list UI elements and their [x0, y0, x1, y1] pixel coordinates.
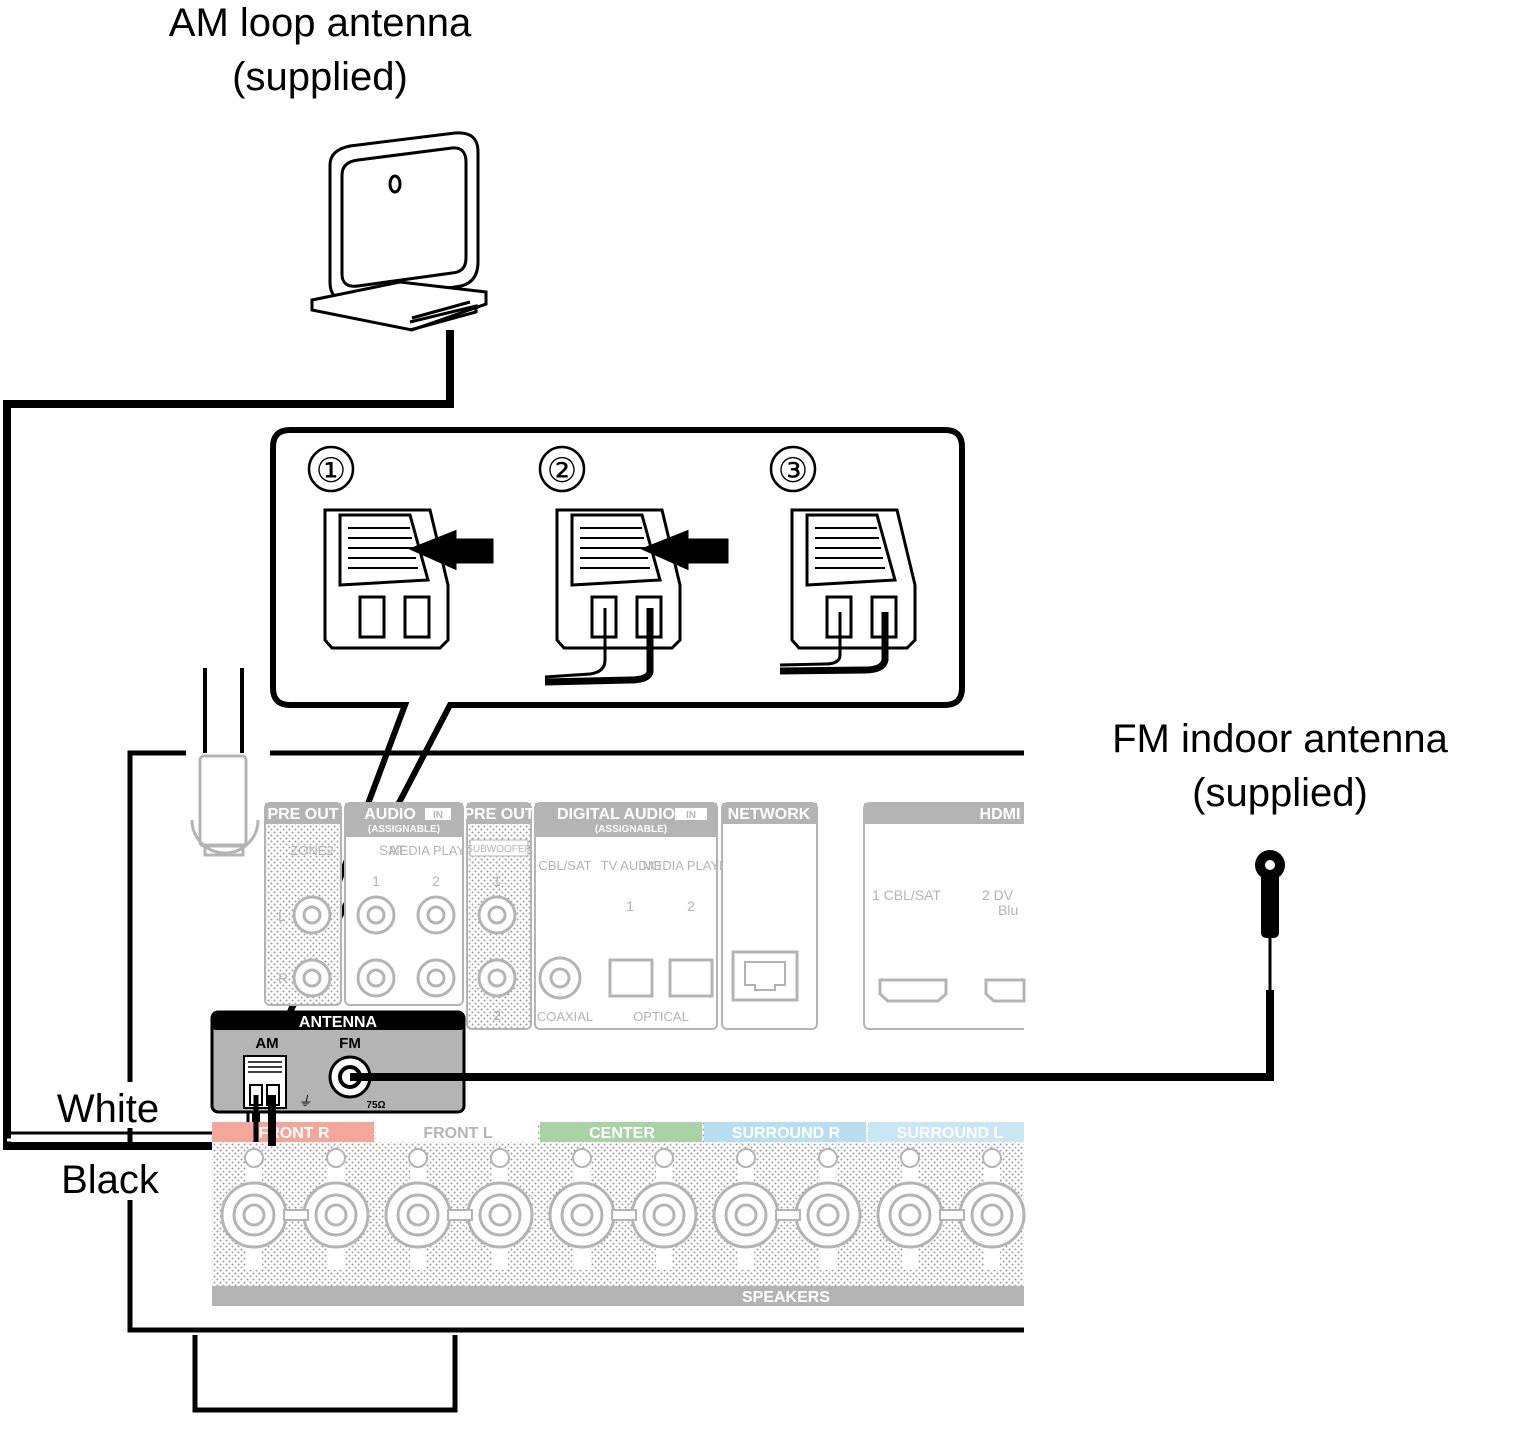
audio-in-col1: SAT	[379, 842, 406, 858]
am-antenna-note: (supplied)	[232, 55, 408, 99]
step-3: ③	[769, 445, 817, 493]
step-2-label: ②	[547, 452, 577, 490]
digital-audio-c1: CBL/SAT	[538, 858, 591, 873]
audio-in-col1-num: 1	[372, 873, 380, 889]
am-loop-antenna-icon	[310, 131, 488, 332]
digital-audio-optical: OPTICAL	[633, 1009, 689, 1024]
wire-white-label: White	[57, 1087, 159, 1131]
plus-terminal-icon	[736, 1148, 756, 1168]
speaker-terminal-ring	[816, 1203, 840, 1227]
zone2-l: L	[278, 908, 286, 924]
speaker-group-2: FRONT L	[376, 1122, 538, 1270]
preout-sub-sub: SUBWOOFER	[466, 844, 532, 855]
antenna-fm-label: FM	[339, 1035, 361, 1052]
antenna-am-label: AM	[255, 1035, 278, 1052]
speaker-terminal-ring	[898, 1203, 922, 1227]
plus-terminal-icon	[408, 1148, 428, 1168]
digital-audio-coaxial: COAXIAL	[537, 1009, 593, 1024]
step-1-label: ①	[316, 452, 346, 490]
plus-terminal-icon	[244, 1148, 264, 1168]
ground-symbol: ⏚	[298, 1093, 312, 1109]
wire-black-label: Black	[61, 1158, 160, 1202]
plus-terminal-icon	[572, 1148, 592, 1168]
speakers-label: SPEAKERS	[742, 1289, 830, 1306]
hdmi-panel: HDMI 1 CBL/SAT 2 DV Blu	[863, 802, 1026, 1030]
hdmi-in2: 2 DV	[982, 887, 1014, 903]
network-title: NETWORK	[728, 806, 811, 823]
preout-sub-n1: 1	[493, 873, 501, 889]
digital-audio-c3: MEDIA PLAYER	[643, 858, 737, 873]
terminal-step-1-icon	[323, 508, 494, 650]
preout-subwoofer-panel: PRE OUT SUBWOOFER 1 2	[463, 802, 535, 1030]
am-terminal-icon	[243, 1055, 287, 1109]
fm-antenna-icon	[1255, 850, 1285, 990]
antenna-panel: ANTENNA AM FM ⏚ 75Ω	[210, 1010, 466, 1114]
speaker-terminal-ring	[734, 1203, 758, 1227]
speaker-terminal-ring	[488, 1203, 512, 1227]
preout-zone2-title: PRE OUT	[267, 806, 338, 823]
preout-zone2-sub: ZONE2	[290, 843, 333, 858]
preout-zone2-panel: PRE OUT ZONE2 L R	[264, 802, 342, 1006]
digital-audio-panel: DIGITAL AUDIO IN (ASSIGNABLE) CBL/SAT TV…	[534, 802, 737, 1030]
step-2: ②	[538, 445, 586, 493]
speaker-group-3: CENTER	[540, 1122, 702, 1270]
fm-impedance: 75Ω	[366, 1100, 385, 1111]
speaker-terminal-ring	[652, 1203, 676, 1227]
minus-terminal-icon	[982, 1148, 1002, 1168]
zone2-r: R	[278, 970, 288, 986]
speaker-terminal-ring	[406, 1203, 430, 1227]
wireless-antenna-icon	[190, 754, 260, 857]
fm-antenna-title: FM indoor antenna	[1112, 717, 1449, 761]
hdmi-in1: 1 CBL/SAT	[872, 887, 941, 903]
digital-audio-title: DIGITAL AUDIO	[557, 806, 675, 823]
digital-audio-n1: 1	[626, 898, 634, 914]
preout-sub-n2: 2	[493, 1007, 501, 1023]
step-1: ①	[307, 445, 355, 493]
speaker-terminal-ring	[324, 1203, 348, 1227]
audio-in-col2: MEDIA PLAYER	[389, 843, 483, 858]
speaker-group-label: FRONT L	[423, 1125, 493, 1142]
receiver-rear-panel	[127, 668, 1024, 1413]
hdmi-in2b: Blu	[998, 902, 1018, 918]
speaker-groups: FRONT R FRONT L CENTER SURROUND R SURROUND L	[212, 1122, 1026, 1270]
hdmi-title: HDMI	[980, 806, 1021, 823]
terminal-step-2-icon	[544, 508, 729, 686]
speaker-group-label: SURROUND R	[732, 1125, 841, 1142]
speaker-terminal-ring	[242, 1203, 266, 1227]
preout-sub-title: PRE OUT	[463, 806, 534, 823]
digital-audio-c2: TV AUDIO	[601, 858, 662, 873]
fm-antenna-note: (supplied)	[1192, 771, 1368, 815]
speaker-group-5: SURROUND L	[868, 1122, 1026, 1270]
fm-antenna-cable	[350, 990, 1274, 1081]
plus-terminal-icon	[900, 1148, 920, 1168]
am-antenna-title: AM loop antenna	[169, 1, 472, 45]
speaker-terminal-ring	[570, 1203, 594, 1227]
audio-in-panel: AUDIO IN (ASSIGNABLE) SAT 1 MEDIA PLAYER…	[344, 802, 483, 1006]
speaker-group-label: CENTER	[589, 1125, 655, 1142]
minus-terminal-icon	[654, 1148, 674, 1168]
minus-terminal-icon	[818, 1148, 838, 1168]
minus-terminal-icon	[326, 1148, 346, 1168]
antenna-panel-title: ANTENNA	[299, 1014, 378, 1031]
digital-audio-n2: 2	[687, 898, 695, 914]
audio-in-badge: IN	[433, 810, 443, 821]
step-3-label: ③	[778, 452, 808, 490]
digital-audio-sub: (ASSIGNABLE)	[595, 824, 667, 835]
audio-in-sub: (ASSIGNABLE)	[368, 824, 440, 835]
digital-audio-badge: IN	[686, 810, 696, 821]
speaker-group-label: FRONT R	[258, 1125, 330, 1142]
network-panel: NETWORK	[721, 802, 818, 1030]
speaker-terminal-ring	[980, 1203, 1004, 1227]
speaker-group-4: SURROUND R	[704, 1122, 866, 1270]
audio-in-col2-num: 2	[432, 873, 440, 889]
speaker-group-1: FRONT R	[212, 1122, 374, 1270]
terminal-step-3-icon	[779, 508, 917, 675]
minus-terminal-icon	[490, 1148, 510, 1168]
speaker-group-label: SURROUND L	[897, 1125, 1004, 1142]
audio-in-title: AUDIO	[364, 806, 416, 823]
speakers-panel: SPEAKERS FRONT R FRONT L CENTER SURROUND R S…	[212, 1122, 1026, 1306]
